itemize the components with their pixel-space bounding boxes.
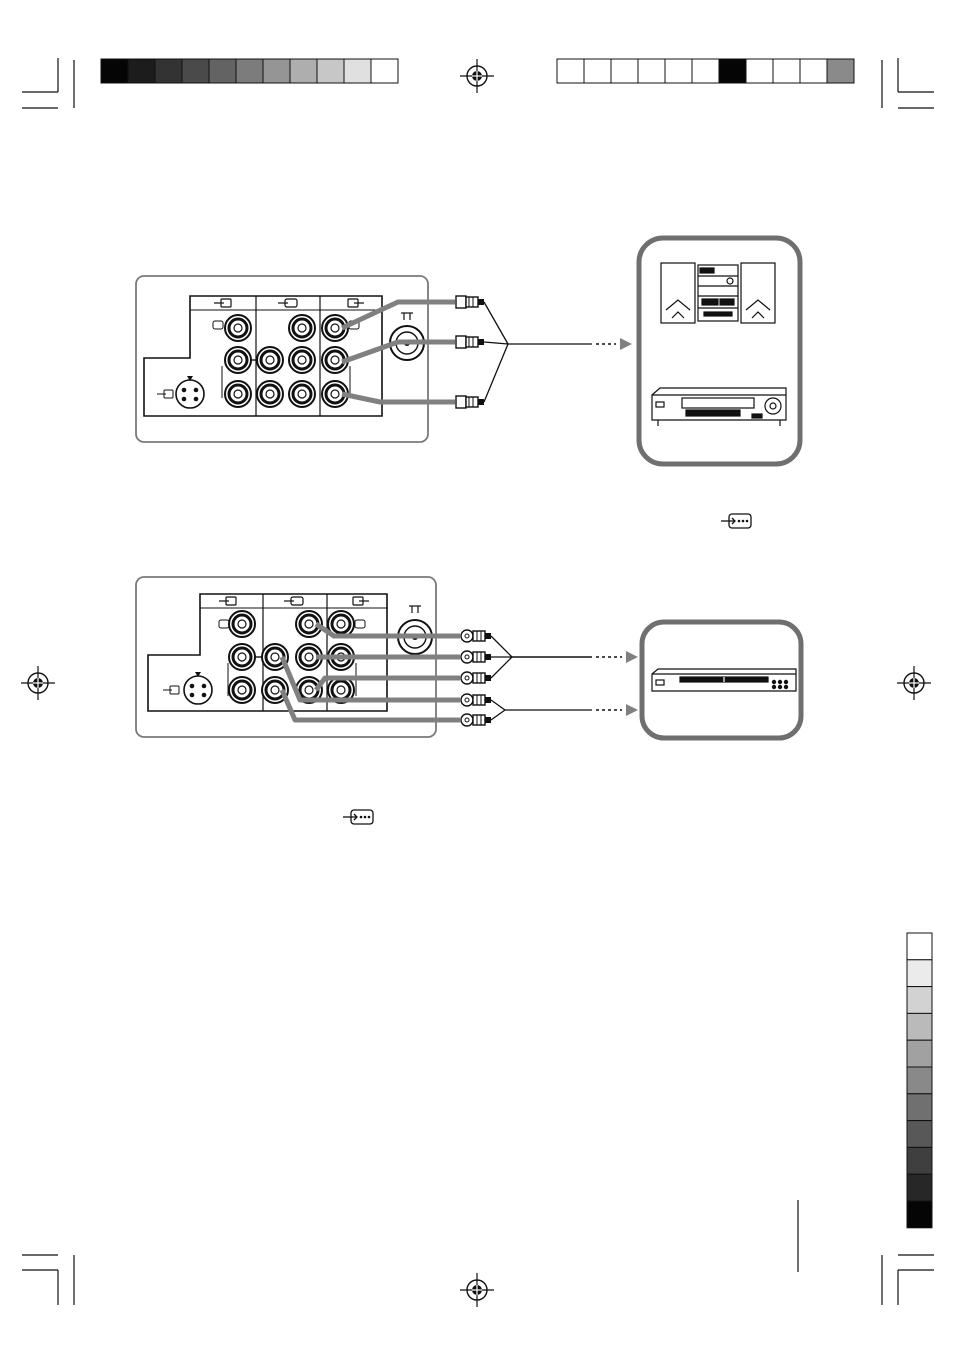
calibration-swatch bbox=[907, 933, 932, 960]
rca-plug bbox=[456, 336, 484, 348]
calibration-swatch bbox=[584, 59, 611, 83]
calibration-swatch bbox=[907, 1094, 932, 1121]
component-input-icon bbox=[721, 514, 751, 528]
jack-video-in1[interactable] bbox=[225, 315, 251, 341]
calibration-swatch bbox=[907, 1147, 932, 1174]
calibration-swatch bbox=[907, 1013, 932, 1040]
diagram-component-connection bbox=[136, 577, 801, 824]
registration-mark-bottom bbox=[460, 1273, 494, 1307]
vcr-illustration bbox=[652, 388, 786, 426]
calibration-swatch bbox=[746, 59, 773, 83]
calibration-swatch bbox=[907, 1121, 932, 1148]
jack-audio-r-in2[interactable] bbox=[257, 381, 283, 407]
jack-audio-l-in2[interactable] bbox=[257, 347, 283, 373]
calibration-swatch bbox=[371, 59, 398, 83]
jack-y-in2[interactable] bbox=[289, 315, 315, 341]
calibration-swatch bbox=[907, 1040, 932, 1067]
dvd-player-illustration bbox=[652, 669, 796, 691]
calibration-swatch bbox=[128, 59, 155, 83]
calibration-swatch bbox=[907, 1201, 932, 1228]
jack-pr-in2[interactable] bbox=[289, 381, 315, 407]
arrow-icon bbox=[620, 338, 632, 350]
rca-plug bbox=[461, 651, 491, 663]
calibration-swatch bbox=[182, 59, 209, 83]
calibration-swatch bbox=[665, 59, 692, 83]
grayscale-side-bar bbox=[907, 933, 932, 1228]
jack-audio-r-in1[interactable] bbox=[225, 381, 251, 407]
calibration-swatch bbox=[290, 59, 317, 83]
calibration-swatch bbox=[101, 59, 128, 83]
arrow-icon bbox=[626, 651, 638, 663]
rca-plug bbox=[461, 714, 491, 726]
calibration-swatch bbox=[209, 59, 236, 83]
arrow-icon bbox=[626, 704, 638, 716]
calibration-swatch bbox=[773, 59, 800, 83]
rca-plug bbox=[456, 396, 484, 408]
registration-mark-top bbox=[460, 59, 494, 93]
calibration-swatch bbox=[719, 59, 746, 83]
calibration-swatch bbox=[907, 960, 932, 987]
color-calibration-bar-right bbox=[557, 59, 854, 83]
calibration-swatch bbox=[800, 59, 827, 83]
calibration-swatch bbox=[907, 987, 932, 1014]
jack-pb-in2[interactable] bbox=[289, 347, 315, 373]
jack-audio-l-in1[interactable] bbox=[225, 347, 251, 373]
color-calibration-bar-left bbox=[101, 59, 398, 83]
calibration-swatch bbox=[317, 59, 344, 83]
jack-audio-r-in1[interactable] bbox=[229, 677, 255, 703]
calibration-swatch bbox=[692, 59, 719, 83]
registration-mark-left bbox=[21, 666, 55, 700]
rca-plug bbox=[456, 296, 484, 308]
jack-video-in1[interactable] bbox=[229, 611, 255, 637]
calibration-swatch bbox=[638, 59, 665, 83]
jack-audio-l-in1[interactable] bbox=[229, 644, 255, 670]
calibration-swatch bbox=[263, 59, 290, 83]
calibration-swatch bbox=[907, 1174, 932, 1201]
rca-plug bbox=[461, 694, 491, 706]
audio-system-illustration bbox=[661, 263, 775, 323]
rca-plug bbox=[461, 630, 491, 642]
calibration-swatch bbox=[611, 59, 638, 83]
rca-plug bbox=[461, 672, 491, 684]
calibration-swatch bbox=[155, 59, 182, 83]
diagram-audio-connection bbox=[136, 238, 800, 528]
calibration-swatch bbox=[344, 59, 371, 83]
calibration-swatch bbox=[907, 1067, 932, 1094]
calibration-swatch bbox=[827, 59, 854, 83]
registration-mark-right bbox=[897, 666, 931, 700]
calibration-swatch bbox=[557, 59, 584, 83]
calibration-swatch bbox=[236, 59, 263, 83]
component-input-icon bbox=[343, 810, 373, 824]
